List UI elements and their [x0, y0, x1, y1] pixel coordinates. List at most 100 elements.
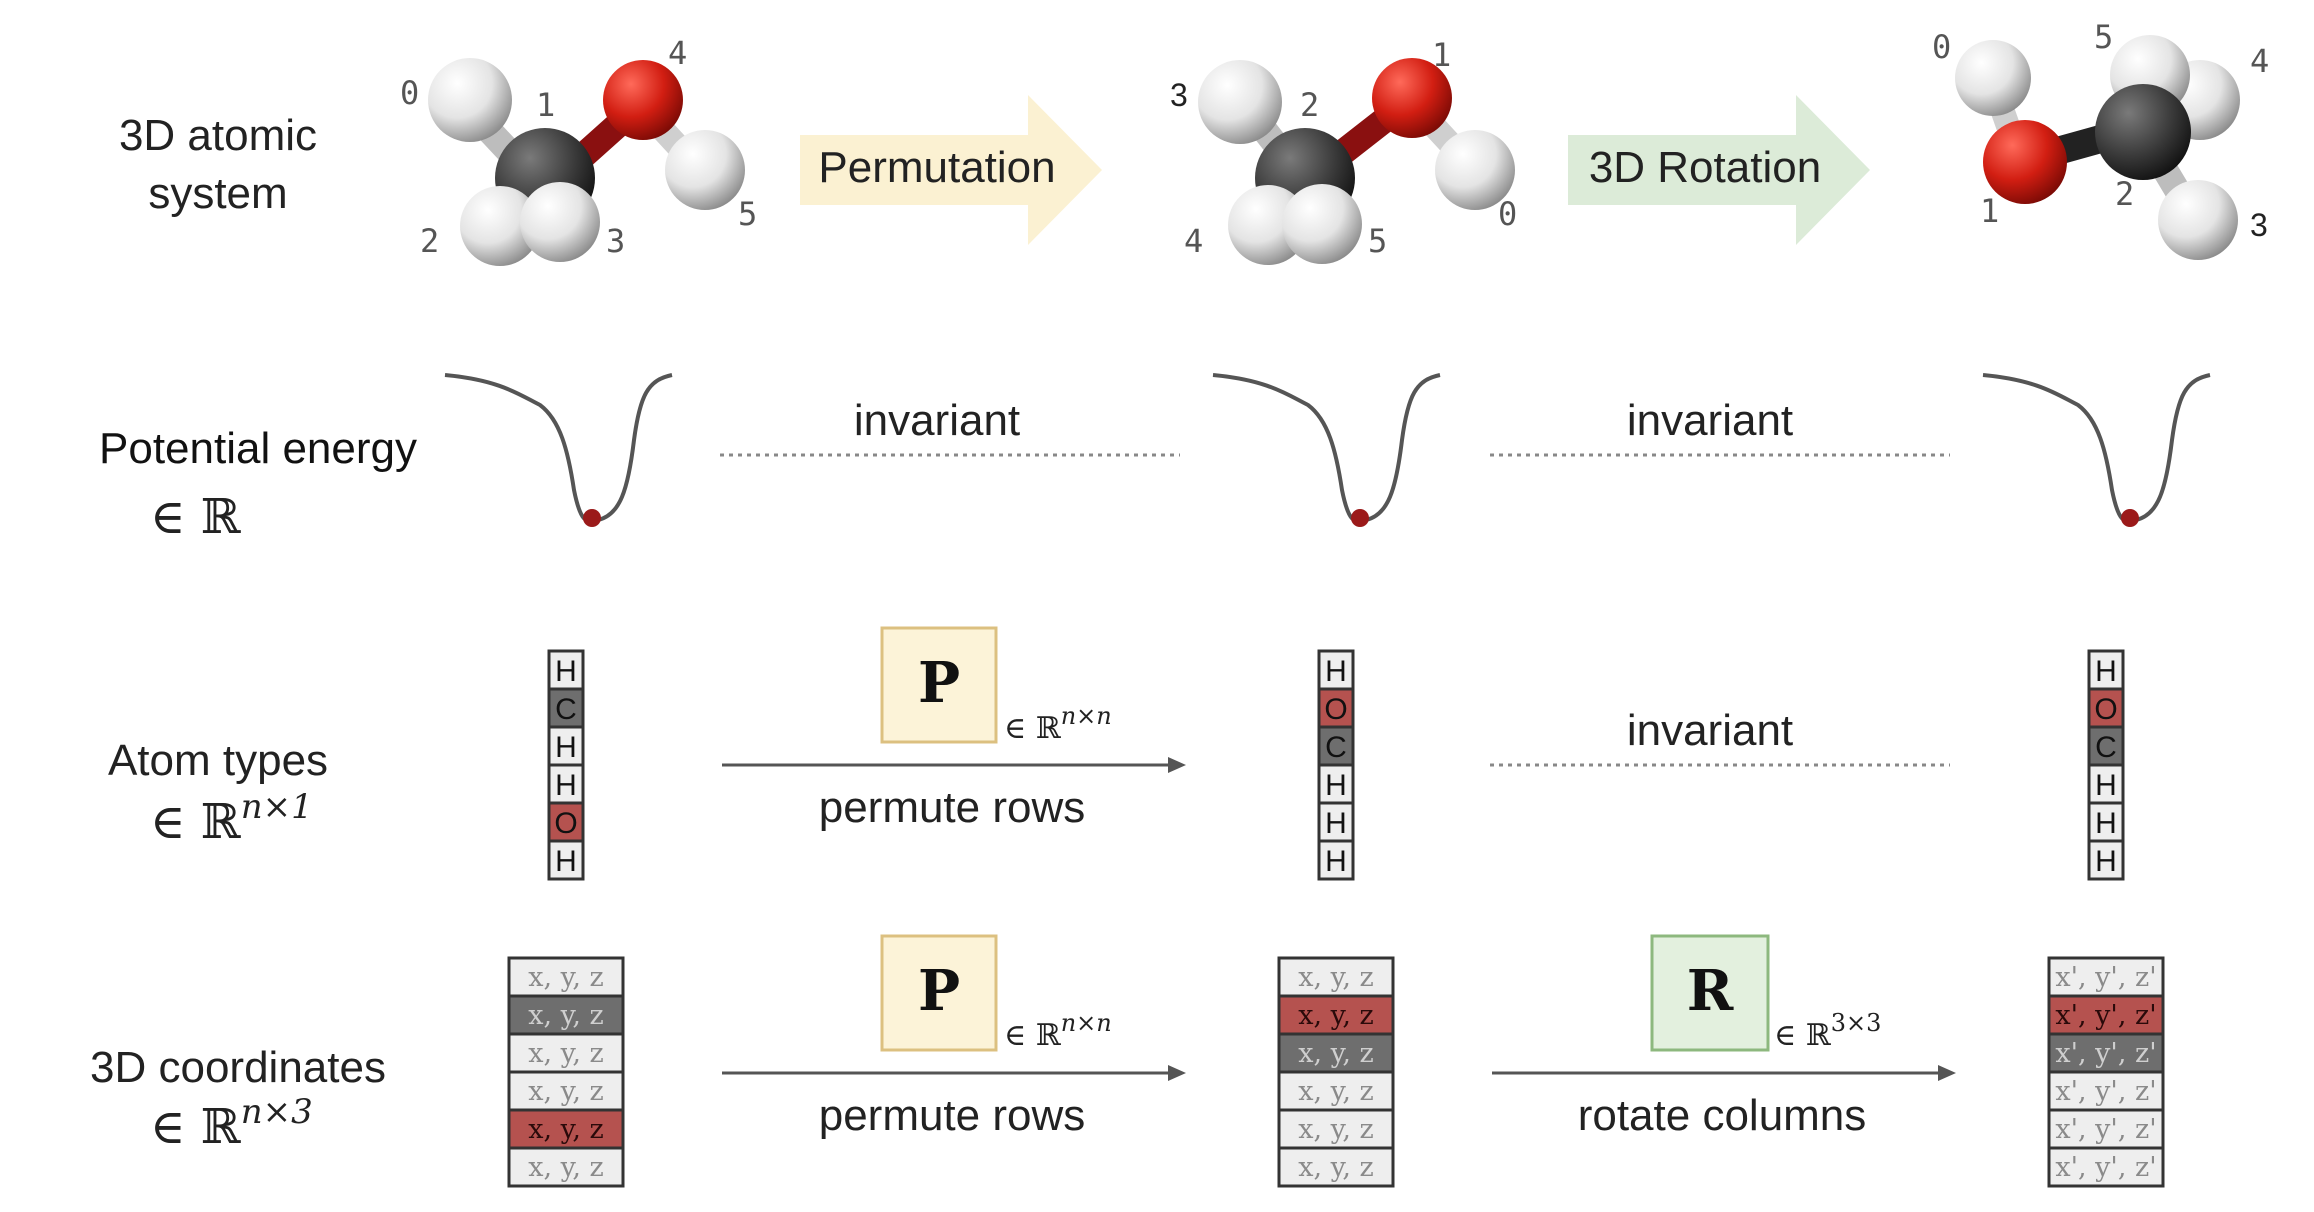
atom-type-cell	[2087, 763, 2125, 805]
row-label-system-line2: system	[148, 169, 287, 218]
atom-type-cell	[1317, 649, 1355, 691]
p-matrix-space: ∈ ℝn×n	[1004, 1009, 1112, 1053]
atom-type-label: H	[2095, 769, 2117, 802]
atom-index-label: 3	[1170, 77, 1188, 113]
permute-rows-arrow	[722, 1065, 1186, 1081]
hydrogen-atom	[1198, 60, 1282, 144]
oxygen-atom	[1983, 120, 2067, 204]
hydrogen-atom	[1282, 184, 1362, 264]
coordinates-column-rotated: x', y', z' x', y', z' x', y', z' x', y', z'…	[2047, 956, 2165, 1188]
permute-rows-label: permute rows	[819, 1091, 1086, 1140]
permutation-matrix-types: P ∈ ℝn×n	[880, 626, 1112, 746]
hydrogen-atom	[1955, 40, 2031, 116]
molecule-original: 0 1 2 3 4 5	[400, 34, 757, 266]
coordinates-column-original: x, y, zx, y, zx, y, zx, y, zx, y, zx, y,…	[507, 956, 625, 1188]
r-matrix-box	[1650, 934, 1770, 1052]
coordinate-cell	[2047, 1146, 2165, 1188]
row-label-coords-space: ∈ ℝn×3	[150, 1092, 313, 1155]
coordinates-column-permuted: x, y, z x, y, z x, y, z x, y, z x, y, z x, y,…	[1277, 956, 1395, 1188]
coordinate-cell	[507, 956, 625, 998]
p-matrix-symbol: P	[918, 958, 960, 1024]
coordinate-label: x, y, z	[528, 1076, 603, 1107]
atom-type-label: H	[1325, 845, 1347, 878]
coordinate-cell	[507, 1146, 625, 1188]
atom-type-cell	[1317, 725, 1355, 767]
coordinate-label: x', y', z'	[2055, 1152, 2156, 1183]
atom-index-label: 3	[2250, 207, 2268, 243]
oxygen-atom	[1372, 58, 1452, 138]
atom-type-cell	[547, 725, 585, 767]
permutation-arrow: Permutation	[800, 95, 1102, 245]
coordinate-label: x, y, z	[1298, 1152, 1373, 1183]
p-space-sup: n×n	[1061, 702, 1112, 730]
rotation-matrix-coords: R ∈ ℝ3×3	[1650, 934, 1881, 1053]
atom-index-label: 2	[1300, 86, 1319, 124]
energy-minimum-dot	[1351, 509, 1369, 527]
coordinate-label: x, y, z	[1298, 1038, 1373, 1069]
energy-minimum-dot	[583, 509, 601, 527]
atom-type-label: H	[555, 731, 577, 764]
coordinate-label: x', y', z'	[2055, 1038, 2156, 1069]
carbon-atom	[2095, 84, 2191, 180]
coordinate-cell	[1277, 956, 1395, 998]
atom-index-label: 0	[400, 74, 419, 112]
atom-index-label: 4	[668, 34, 687, 72]
coordinate-cell	[507, 1070, 625, 1112]
p-matrix-space: ∈ ℝn×n	[1004, 702, 1112, 746]
atom-type-label: C	[1325, 731, 1347, 764]
atom-index-label: 2	[420, 222, 439, 260]
hydrogen-atom	[428, 58, 512, 142]
atom-type-cell	[547, 839, 585, 881]
row-label-coords: 3D coordinates	[90, 1043, 386, 1092]
coordinate-label: x, y, z	[1298, 1000, 1373, 1031]
coordinate-label: x, y, z	[528, 1152, 603, 1183]
atom-index-label: 0	[1932, 28, 1951, 66]
permute-rows-label: permute rows	[819, 783, 1086, 832]
coordinate-cell	[507, 1108, 625, 1150]
rotation-arrow: 3D Rotation	[1568, 95, 1870, 245]
atom-index-label: 0	[1498, 195, 1517, 233]
row-label-system-line1: 3D atomic	[119, 111, 317, 160]
atom-type-label: H	[1325, 769, 1347, 802]
coordinate-label: x, y, z	[1298, 1076, 1373, 1107]
atom-type-label: H	[555, 845, 577, 878]
energy-curve-original	[444, 373, 673, 527]
atom-index-label: 4	[1184, 222, 1203, 260]
coordinate-cell	[2047, 994, 2165, 1036]
atom-index-label: 5	[2094, 18, 2113, 56]
p-space-sup: n×n	[1061, 1009, 1112, 1037]
coordinate-label: x, y, z	[1298, 1114, 1373, 1145]
p-space-base: ∈ ℝ	[1004, 1018, 1062, 1053]
p-space-base: ∈ ℝ	[1004, 711, 1062, 746]
molecule-rotated: 0 5 4 1 2 3	[1932, 18, 2269, 260]
p-matrix-symbol: P	[918, 650, 960, 716]
invariant-label: invariant	[854, 396, 1020, 445]
invariant-label: invariant	[1627, 396, 1793, 445]
coordinate-label: x', y', z'	[2055, 1000, 2156, 1031]
rotate-columns-label: rotate columns	[1578, 1091, 1867, 1140]
rotation-label: 3D Rotation	[1589, 143, 1821, 192]
hydrogen-atom	[520, 182, 600, 262]
coordinate-cell	[2047, 956, 2165, 998]
atom-type-label: H	[2095, 807, 2117, 840]
atom-index-label: 4	[2250, 42, 2269, 80]
coordinate-label: x, y, z	[1298, 962, 1373, 993]
oxygen-atom	[603, 60, 683, 140]
p-matrix-box	[880, 934, 998, 1052]
hydrogen-atom	[1435, 130, 1515, 210]
coordinate-label: x', y', z'	[2055, 962, 2156, 993]
hydrogen-atom	[665, 130, 745, 210]
atom-type-label: O	[554, 807, 577, 840]
row-label-types-space: ∈ ℝn×1	[150, 787, 313, 850]
atom-index-label: 5	[738, 195, 757, 233]
atom-type-cell	[2087, 839, 2125, 881]
atom-type-label: O	[1324, 693, 1347, 726]
permute-rows-arrow	[722, 757, 1186, 773]
permutation-arrow-shape	[800, 95, 1102, 245]
atom-type-label: H	[2095, 845, 2117, 878]
atom-type-cell	[2087, 649, 2125, 691]
atom-type-label: H	[2095, 655, 2117, 688]
